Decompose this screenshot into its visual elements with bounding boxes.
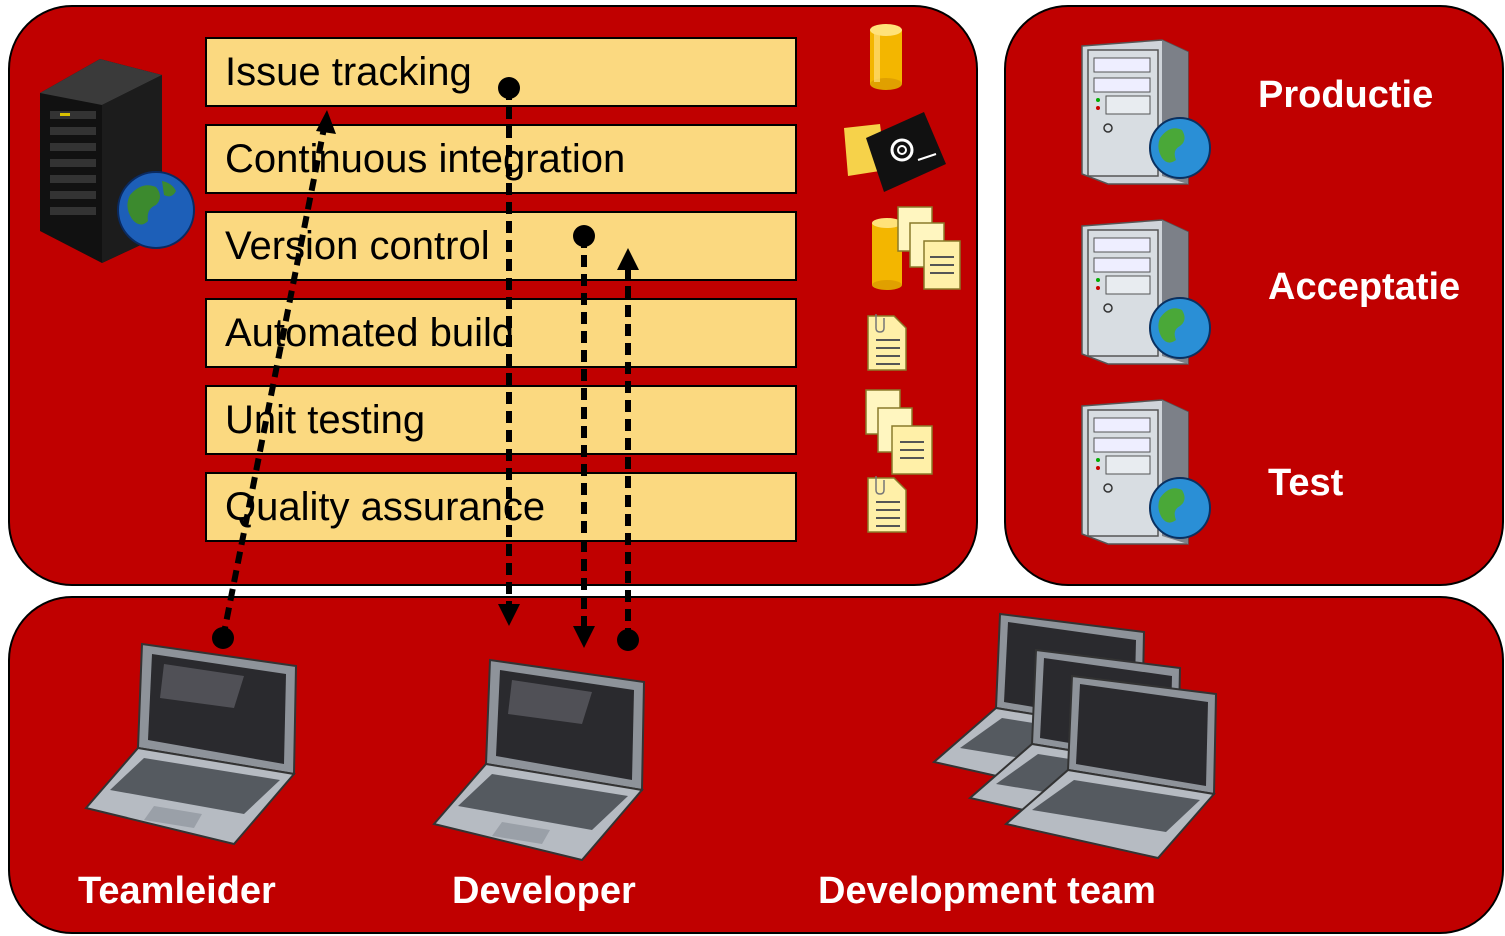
env-label-acceptatie: Acceptatie xyxy=(1268,266,1461,308)
versioned-documents-icon xyxy=(868,205,966,295)
build-mail-icon xyxy=(840,110,950,200)
database-icon xyxy=(866,22,906,92)
env-label-test: Test xyxy=(1268,462,1344,504)
env-label-productie: Productie xyxy=(1258,74,1434,116)
arrowhead-issue-tracking xyxy=(316,110,336,134)
server-rack-icon xyxy=(38,55,198,265)
teamleider-laptop-icon xyxy=(84,638,314,848)
developer-laptop-icon xyxy=(432,654,662,864)
document-icon xyxy=(864,312,910,374)
documents-stack-icon xyxy=(864,388,938,478)
dot-version-control xyxy=(573,225,595,247)
production-server-icon xyxy=(1080,38,1216,188)
client-label-developer: Developer xyxy=(452,870,636,912)
service-quality-assurance: Quality assurance xyxy=(205,472,797,542)
dot-issue-tracking xyxy=(498,77,520,99)
acceptance-server-icon xyxy=(1080,218,1216,368)
arrow-teamleider-to-issue-tracking xyxy=(220,117,329,639)
service-automated-build: Automated build xyxy=(205,298,797,368)
test-server-icon xyxy=(1080,398,1216,548)
dot-developer xyxy=(617,629,639,651)
document-icon xyxy=(864,474,910,536)
client-label-development-team: Development team xyxy=(818,870,1156,912)
dot-teamleider xyxy=(212,627,234,649)
arrowhead-developer-1 xyxy=(498,604,520,626)
client-label-teamleider: Teamleider xyxy=(78,870,276,912)
service-continuous-integration: Continuous integration xyxy=(205,124,797,194)
development-team-laptops-icon xyxy=(930,610,1230,860)
arrowhead-developer-2 xyxy=(573,626,595,648)
arrowhead-version-control xyxy=(617,248,639,270)
service-unit-testing: Unit testing xyxy=(205,385,797,455)
